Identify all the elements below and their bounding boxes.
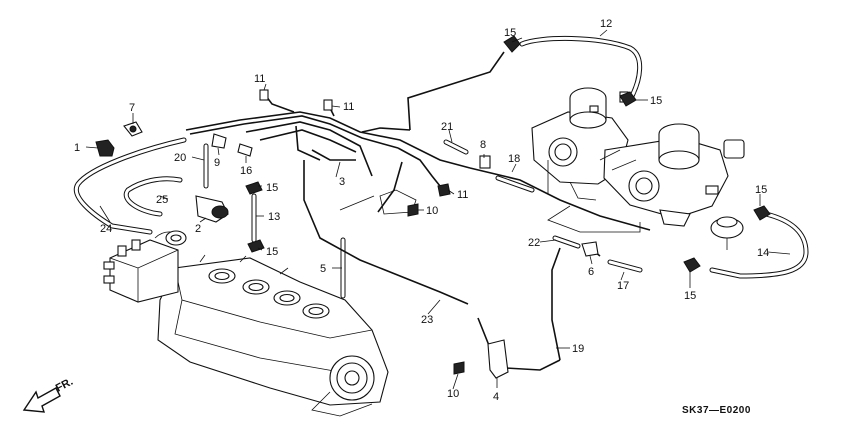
hose-12	[519, 35, 643, 99]
engine-cylinder-head	[157, 254, 389, 417]
fitting-9	[211, 133, 227, 149]
callout-11-right: 11	[457, 189, 468, 201]
callout-15-upper-left: 15	[266, 182, 278, 194]
fitting-11-mid	[323, 99, 333, 111]
callout-18: 18	[508, 153, 520, 165]
callout-25: 25	[156, 194, 168, 206]
callout-19: 19	[572, 343, 584, 355]
callout-10-upper: 10	[426, 205, 438, 217]
throttle-body-assembly	[531, 87, 745, 227]
front-arrow-icon	[22, 387, 61, 413]
clamp-1	[95, 139, 115, 157]
callout-11-mid: 11	[343, 101, 354, 113]
callout-5: 5	[320, 263, 326, 275]
valve-2	[195, 195, 229, 223]
callout-23: 23	[421, 314, 433, 326]
vacuum-diaphragm	[710, 216, 744, 250]
callout-15-lower-right: 15	[684, 290, 696, 302]
callout-10-lower: 10	[447, 388, 459, 400]
callout-16: 16	[240, 165, 252, 177]
callout-24: 24	[100, 223, 112, 235]
leader-lines	[85, 29, 791, 390]
callout-7: 7	[129, 102, 135, 114]
callout-1: 1	[74, 142, 80, 154]
callout-15-throttle: 15	[650, 95, 662, 107]
distributor-cap	[103, 230, 187, 303]
callout-15-top: 15	[504, 27, 516, 39]
fitting-11-right	[437, 183, 451, 197]
fitting-16	[237, 143, 253, 157]
callout-22: 22	[528, 237, 540, 249]
callout-4: 4	[493, 391, 499, 403]
clip-7	[123, 121, 143, 137]
clamp-15-left-upper	[245, 181, 263, 195]
callout-15-right: 15	[755, 184, 767, 196]
fitting-8	[479, 155, 491, 169]
callout-11-top: 11	[254, 73, 265, 85]
callout-15-lower-left: 15	[266, 246, 278, 258]
front-label: FR.	[54, 376, 75, 395]
drawing-code: SK37—E0200	[682, 405, 751, 416]
fitting-11-top	[259, 89, 269, 101]
callout-3: 3	[339, 176, 345, 188]
callout-labels: 1 2 3 4 5 6 7 8 9 10 10 11 11 11 12 13 1…	[74, 18, 769, 403]
callout-9: 9	[214, 157, 220, 169]
front-direction-indicator: FR.	[22, 376, 75, 413]
callout-17: 17	[617, 280, 629, 292]
clamp-15-lower-right	[683, 257, 701, 273]
callout-12: 12	[600, 18, 612, 30]
callout-20: 20	[174, 152, 186, 164]
tee-6	[581, 241, 599, 257]
hose-25	[123, 176, 183, 217]
bracket-4	[487, 339, 509, 379]
callout-14: 14	[757, 247, 769, 259]
clamp-15-right	[753, 205, 771, 221]
bolt-10-upper	[407, 203, 419, 217]
callout-2: 2	[195, 223, 201, 235]
callout-21: 21	[441, 121, 453, 133]
callout-13: 13	[268, 211, 280, 223]
bolt-10-lower	[453, 361, 465, 375]
callout-6: 6	[588, 266, 594, 278]
callout-8: 8	[480, 139, 486, 151]
